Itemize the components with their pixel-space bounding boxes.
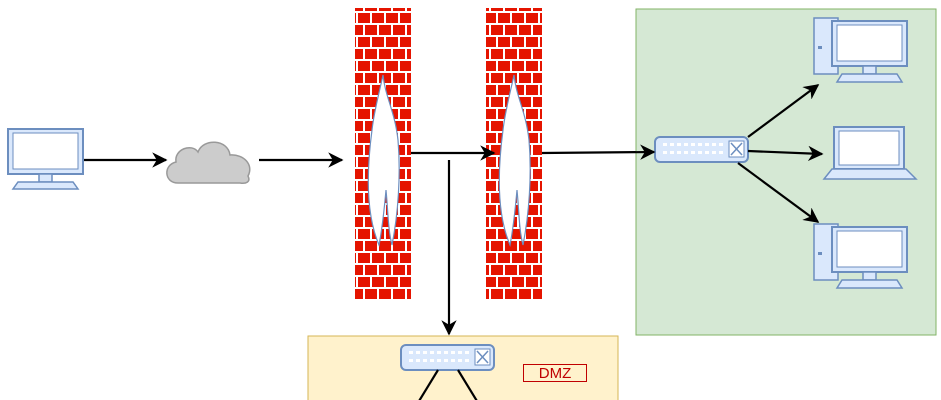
- edge-switch-to-desktop-1: [747, 84, 820, 138]
- edge-dmz-down-right: [457, 369, 478, 400]
- edge-dmz-down-left: [418, 369, 439, 400]
- edge-switch-to-desktop-2: [737, 162, 820, 223]
- edge-switch-to-laptop: [747, 145, 824, 162]
- edge-firewall-to-switch: [541, 144, 656, 160]
- laptop-icon[interactable]: [822, 126, 918, 180]
- firewall-icon[interactable]: [486, 8, 542, 300]
- switch-icon[interactable]: [654, 136, 749, 163]
- desktop-tower-icon[interactable]: [813, 223, 908, 289]
- firewall-icon[interactable]: [355, 8, 411, 300]
- dmz-label: DMZ: [523, 364, 587, 382]
- cloud-icon[interactable]: [166, 141, 251, 184]
- monitor-icon[interactable]: [7, 128, 84, 190]
- switch-icon[interactable]: [400, 344, 495, 371]
- desktop-tower-icon[interactable]: [813, 17, 908, 83]
